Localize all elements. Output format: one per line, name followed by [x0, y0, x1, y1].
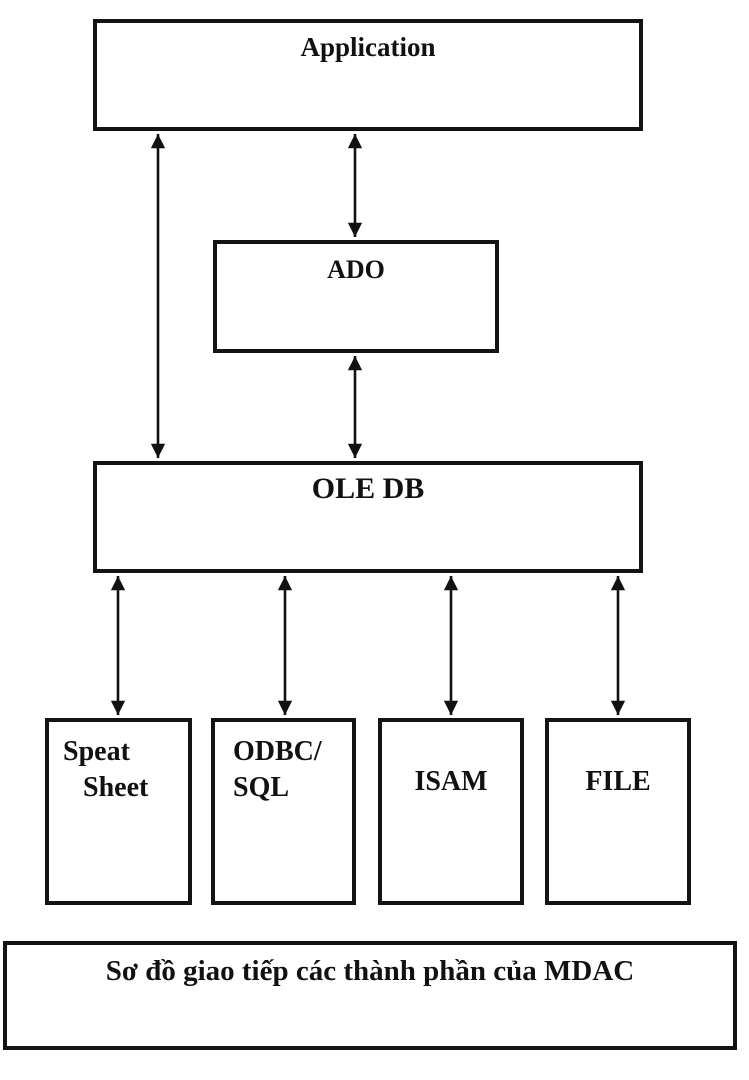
node-speat-sheet-label-line2: Sheet — [83, 772, 149, 803]
node-odbc-sql-label-line2: SQL — [233, 772, 290, 803]
node-application-label: Application — [300, 32, 436, 62]
node-speat-sheet: Speat Sheet — [45, 718, 192, 905]
diagram-caption-text: Sơ đồ giao tiếp các thành phần của MDAC — [105, 955, 635, 987]
diagram-caption-box: Sơ đồ giao tiếp các thành phần của MDAC — [3, 941, 737, 1050]
node-file: FILE — [545, 718, 691, 905]
node-isam-label: ISAM — [414, 766, 488, 797]
node-ado: ADO — [213, 240, 499, 353]
node-odbc-sql: ODBC/ SQL — [211, 718, 356, 905]
node-isam: ISAM — [378, 718, 524, 905]
node-file-label: FILE — [585, 766, 651, 797]
node-oledb-label: OLE DB — [311, 472, 425, 505]
node-speat-sheet-label-line1: Speat — [63, 736, 130, 767]
node-odbc-sql-label-line1: ODBC/ — [233, 736, 322, 767]
node-application: Application — [93, 19, 643, 131]
node-ado-label: ADO — [327, 255, 385, 284]
node-oledb: OLE DB — [93, 461, 643, 573]
